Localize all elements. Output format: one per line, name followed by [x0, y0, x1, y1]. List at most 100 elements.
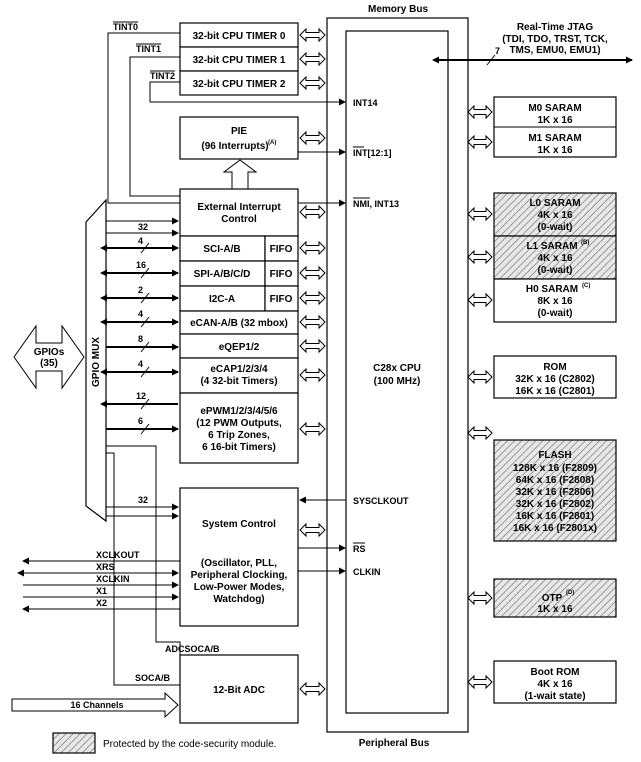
bus-slash-eqep	[140, 341, 150, 353]
adc-channels-arrow	[11, 691, 179, 719]
otp-name: OTP	[542, 593, 563, 604]
l1-saram-block	[493, 235, 617, 280]
adc-title: 12-Bit ADC	[213, 685, 265, 696]
epwm-line2: (12 PWM Outputs,	[196, 418, 282, 429]
system-control-box	[179, 487, 299, 627]
bus-arrow-flash	[467, 425, 493, 441]
tint1-label: TINT1	[136, 44, 161, 54]
gpio-mux-label: GPIO MUX	[91, 337, 102, 387]
bus-width-eqep: 8	[138, 334, 143, 344]
flash-line-4: 16K x 16 (F2801)	[516, 511, 594, 522]
pie-subtitle: (96 Interrupts)	[201, 141, 268, 152]
adc-box	[179, 654, 299, 724]
i2c-label: I2C-A	[209, 294, 235, 305]
jtag-line2: TMS, EMU0, EMU1)	[509, 45, 600, 56]
sci-label: SCI-A/B	[203, 244, 240, 255]
epwm-line3: 6 Trip Zones,	[208, 430, 270, 441]
bus-width-ext: 32	[138, 222, 148, 232]
h0-saram-block	[493, 278, 617, 323]
adcsocab-wire	[106, 445, 181, 655]
flash-line-3: 32K x 16 (F2802)	[516, 499, 594, 510]
h0-size: 8K x 16	[537, 296, 572, 307]
spi-fifo-label: FIFO	[270, 269, 293, 280]
tint2-label: TINT2	[150, 71, 175, 81]
tint1-wire	[129, 56, 180, 197]
rom-block	[493, 355, 617, 399]
bus-width-sysctl: 32	[138, 495, 148, 505]
system-control-line3: Low-Power Modes,	[194, 582, 285, 593]
bus-arrow-spi	[299, 265, 326, 281]
bus-width-ecan: 4	[138, 309, 143, 319]
boot-rom-size: 4K x 16	[537, 679, 572, 690]
h0-wait: (0-wait)	[538, 308, 573, 319]
int14-label: INT14	[353, 98, 378, 108]
spi-label: SPI-A/B/C/D	[194, 269, 251, 280]
tint2-wire	[149, 81, 180, 102]
l1-wait: (0-wait)	[538, 265, 573, 276]
bus-arrow-l0	[467, 206, 493, 222]
rom-name: ROM	[543, 362, 566, 373]
bus-slash-sci	[140, 242, 150, 254]
ecap-line2: (4 32-bit Timers)	[200, 376, 277, 387]
flash-name: FLASH	[538, 450, 571, 461]
bus-arrow-adc	[299, 681, 326, 697]
gpios-count: (35)	[40, 358, 58, 369]
rs-label: RS	[353, 544, 366, 554]
h0-name: H0 SARAM	[526, 284, 578, 295]
sci-fifo-box	[264, 235, 299, 262]
l0-size: 4K x 16	[537, 210, 572, 221]
bus-arrow-m1	[467, 134, 493, 150]
m0-size: 1K x 16	[537, 115, 572, 126]
bus-width-i2c: 2	[138, 285, 143, 295]
bus-slash-ecap	[140, 366, 150, 378]
bus-arrow-timer0	[299, 27, 326, 43]
m1-name: M1 SARAM	[528, 133, 581, 144]
cpu-speed: (100 MHz)	[374, 376, 421, 387]
cpu-timer-1	[179, 46, 299, 72]
rom-line1: 32K x 16 (C2802)	[515, 374, 595, 385]
bus-slash-ecan	[140, 316, 150, 328]
bus-arrow-boot-rom	[467, 674, 493, 690]
cpu-timer-0-label: 32-bit CPU TIMER 0	[193, 31, 286, 42]
pie-box	[179, 116, 299, 160]
bus-arrow-h0	[467, 292, 493, 308]
bus-slash-epwm-b	[140, 423, 150, 435]
otp-size: 1K x 16	[537, 604, 572, 615]
bus-width-epwm-a: 12	[136, 391, 146, 401]
rom-line2: 16K x 16 (C2801)	[515, 386, 595, 397]
bus-arrow-eqep	[299, 338, 326, 354]
bus-arrow-i2c	[299, 290, 326, 306]
boot-rom-name: Boot ROM	[531, 667, 580, 678]
sysclkout-label: SYSCLKOUT	[353, 496, 409, 506]
jtag-title: Real-Time JTAG	[517, 22, 594, 33]
gpio-double-arrow	[13, 324, 85, 390]
cpu-timer-0	[179, 22, 299, 48]
flash-line-2: 32K x 16 (F2806)	[516, 487, 594, 498]
socab-wire	[106, 452, 180, 686]
i2c-box	[179, 285, 266, 312]
bus-arrow-timer1	[299, 51, 326, 67]
ecap-line1: eCAP1/2/3/4	[210, 364, 268, 375]
flash-line-1: 64K x 16 (F2808)	[516, 475, 594, 486]
jtag-line1: (TDI, TDO, TRST, TCK,	[502, 34, 608, 45]
otp-note: (D)	[566, 590, 574, 596]
l1-size: 4K x 16	[537, 253, 572, 264]
l0-wait: (0-wait)	[538, 222, 573, 233]
bus-arrow-timer2	[299, 75, 326, 91]
l1-note: (B)	[581, 240, 589, 246]
bus-slash-epwm-a	[140, 398, 150, 410]
l0-saram-block	[493, 192, 617, 237]
pie-note: (A)	[268, 140, 276, 146]
jtag-width: 7	[495, 46, 500, 56]
memory-bus-label: Memory Bus	[368, 4, 428, 15]
ext-int-line2: Control	[221, 214, 257, 225]
cpu-timer-1-label: 32-bit CPU TIMER 1	[193, 55, 286, 66]
bus-arrow-l1	[467, 249, 493, 265]
ext-to-pie-arrow	[222, 159, 258, 190]
cpu-timer-2-label: 32-bit CPU TIMER 2	[193, 79, 286, 90]
system-control-line4: Watchdog)	[213, 594, 264, 605]
epwm-line1: ePWM1/2/3/4/5/6	[200, 406, 278, 417]
bus-arrow-sci	[299, 240, 326, 256]
system-control-line2: Peripheral Clocking,	[191, 570, 288, 581]
